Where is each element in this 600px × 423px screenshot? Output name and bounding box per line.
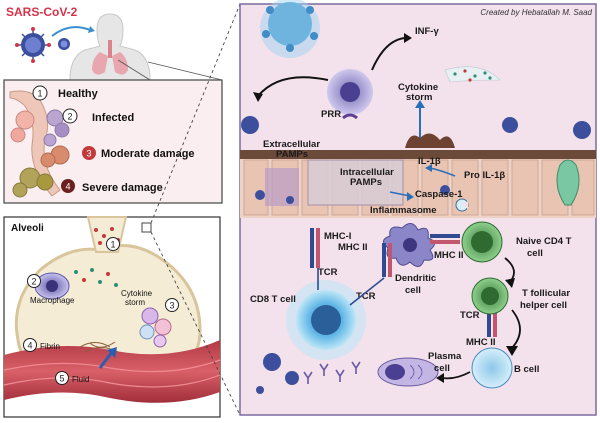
extracellular-pamps-label-1: Extracellular <box>263 139 320 150</box>
plasma-cell <box>377 357 439 387</box>
inf-gamma-arrow <box>371 37 406 71</box>
virus-icon-b <box>58 38 70 50</box>
stage-infected-label: Infected <box>92 112 134 124</box>
alveoli-callout-2: 2 <box>27 274 41 288</box>
mhc2-label-c: MHC II <box>466 337 496 348</box>
mhc2-label-b: MHC II <box>434 250 464 261</box>
svg-text:5: 5 <box>59 374 64 384</box>
b-cell <box>471 347 513 389</box>
caspase-label: Caspase-1 <box>415 189 463 200</box>
dendritic-cell <box>383 223 435 267</box>
caspase-icon <box>455 198 469 212</box>
zoom-marker <box>141 222 152 233</box>
virus-icon-a <box>15 27 51 63</box>
mhc1-label: MHC-I <box>324 231 351 242</box>
alveoli-cytokine-label-2: storm <box>125 298 145 307</box>
body-illustration <box>69 13 151 86</box>
svg-text:1: 1 <box>37 89 42 99</box>
intracellular-pamps-label-1: Intracellular <box>340 167 394 178</box>
naive-cd4-label-2: cell <box>527 248 543 259</box>
virus-title: SARS-CoV-2 <box>6 5 78 19</box>
svg-text:1: 1 <box>110 240 115 250</box>
mhc-tcr-receptors <box>310 228 497 337</box>
macrophage-cell <box>34 272 70 300</box>
naive-cd4-label-1: Naive CD4 T <box>516 236 572 247</box>
goblet-cell <box>556 159 580 206</box>
tcr-label-c: TCR <box>460 310 480 321</box>
antibodies <box>303 361 361 384</box>
dendritic-label-1: Dendritic <box>395 273 436 284</box>
fluid-label: Fluid <box>72 375 89 384</box>
stage-2: 2 Infected <box>62 108 134 124</box>
alveoli-title: Alveoli <box>11 223 44 234</box>
infected-cell <box>307 159 404 206</box>
dendritic-label-2: cell <box>405 285 421 296</box>
entry-arrow <box>51 26 91 37</box>
intracellular-pamps-label-2: PAMPs <box>350 177 382 188</box>
plasma-label-1: Plasma <box>428 351 462 362</box>
pro-il1b-label: Pro IL-1β <box>464 170 505 181</box>
surface-viruses <box>241 116 591 204</box>
cytokine-storm-label-2: storm <box>406 92 432 103</box>
apc-cell-top <box>327 69 373 120</box>
fluid-arrow <box>98 351 114 369</box>
cytokine-cone-top <box>444 66 501 83</box>
stage-moderate-label: Moderate damage <box>101 148 195 160</box>
bottom-viruses <box>256 353 299 394</box>
tcr-label-b: TCR <box>356 291 376 302</box>
extracellular-pamps-label-2: PAMPs <box>276 149 308 160</box>
il1b-label: IL-1β <box>418 156 441 167</box>
stage-3: 3 Moderate damage <box>82 146 195 160</box>
inflammasome-label: Inflammasome <box>370 205 437 216</box>
svg-text:2: 2 <box>31 277 36 287</box>
alveoli-callout-5: 5 <box>55 371 69 385</box>
fibrin-label: Fibrin <box>40 342 60 351</box>
alveoli-cytokine-label-1: Cytokine <box>121 289 153 298</box>
inf-gamma-label: INF-γ <box>415 26 439 37</box>
tfh-cell <box>471 277 509 315</box>
immune-cell-cluster <box>139 307 172 348</box>
virus-release-arrow <box>257 76 329 97</box>
prr-label: PRR <box>321 109 341 120</box>
svg-text:4: 4 <box>27 341 32 351</box>
credit-text: Created by Hebatallah M. Saad <box>480 8 592 17</box>
stage-healthy-label: Healthy <box>58 88 99 100</box>
b-cell-label: B cell <box>514 364 539 375</box>
svg-text:3: 3 <box>86 149 91 159</box>
svg-text:3: 3 <box>169 301 174 311</box>
mhc2-label-a: MHC II <box>338 242 368 253</box>
stage-severe-label: Severe damage <box>82 182 163 194</box>
tcr-label-a: TCR <box>318 267 338 278</box>
alveoli-callout-4: 4 <box>23 338 37 352</box>
cytokine-dots-alveoli <box>74 268 118 287</box>
cd8-label: CD8 T cell <box>250 294 296 305</box>
stage-1: 1 Healthy <box>32 85 99 101</box>
stage-4: 4 Severe damage <box>61 179 163 194</box>
cd8-t-cell <box>286 280 366 360</box>
svg-text:4: 4 <box>65 182 70 192</box>
large-virus <box>260 0 320 58</box>
alveoli-callout-3: 3 <box>165 298 179 312</box>
plasma-label-2: cell <box>434 363 450 374</box>
cytokine-storm-label-1: Cytokine <box>398 82 438 93</box>
naive-cd4-cell <box>461 221 503 263</box>
alveoli-callout-1: 1 <box>106 237 120 251</box>
macrophage-label: Macrophage <box>30 296 75 305</box>
tfh-label-1: T follicular <box>522 288 570 299</box>
tfh-label-2: helper cell <box>520 300 567 311</box>
svg-text:2: 2 <box>67 112 72 122</box>
